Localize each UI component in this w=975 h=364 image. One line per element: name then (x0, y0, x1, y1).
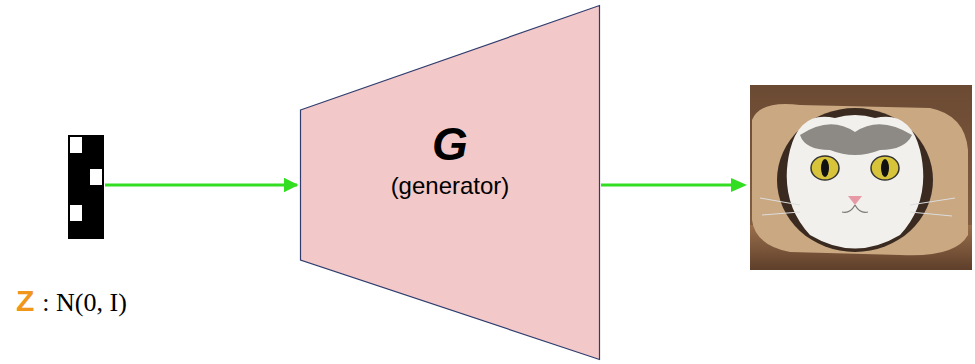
cardboard-tube (752, 104, 968, 255)
vector-cell (68, 135, 104, 239)
text-group: Z : N(0, I) (16, 283, 127, 319)
variable-name: Z (16, 284, 34, 317)
cat-pupil (821, 159, 829, 177)
cat-nose (848, 196, 862, 205)
cat-eye (811, 156, 839, 180)
cat-fur-patch (800, 124, 912, 155)
arrow-line (601, 184, 733, 187)
arrow-connector (105, 184, 297, 187)
vector-cell (90, 169, 102, 185)
cat-eye (871, 156, 899, 180)
generator-symbol: G (300, 117, 600, 172)
distribution-label: : N(0, I) (42, 288, 126, 317)
tube-opening (777, 108, 933, 252)
generator-label: (generator) (300, 172, 600, 201)
cat-mouth (842, 205, 868, 212)
text-group: G(generator) (300, 117, 600, 201)
vector-shape (68, 135, 104, 239)
arrow-head (731, 178, 747, 192)
cat-face (787, 115, 924, 249)
photo-background (750, 85, 972, 270)
cat-photo (750, 85, 972, 270)
cat-whiskers (760, 198, 955, 216)
output-arrow (601, 178, 747, 192)
vector-cell (70, 137, 82, 153)
vector-cell (70, 205, 82, 221)
trapezoid-outline (301, 6, 600, 360)
latent-vector: Z: N(0, I) (68, 135, 104, 239)
cat-pupil (881, 159, 889, 177)
generator-trapezoid: G(generator) (300, 5, 600, 360)
